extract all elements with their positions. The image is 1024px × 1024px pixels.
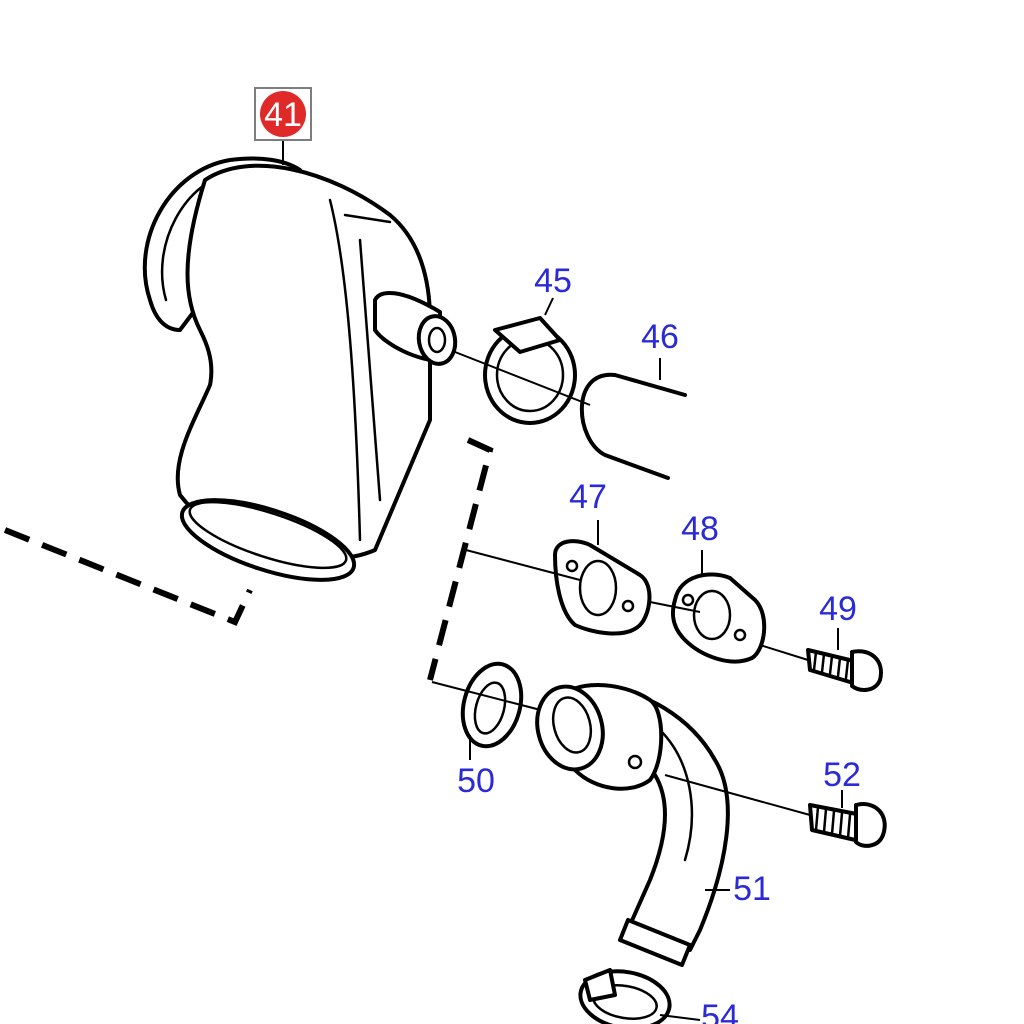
dashed-assembly-lines [3,437,494,681]
part-46-label: 46 [641,318,679,356]
part-51-bent-pipe[interactable]: 51 [528,679,771,967]
part-41-elbow-housing[interactable] [142,156,459,596]
part-45-hose-clamp[interactable]: 45 [454,262,591,425]
part-41-label: 41 [264,96,302,134]
part-47-label: 47 [569,478,607,516]
highlight-dot [260,91,306,137]
part-47-gasket[interactable]: 47 [465,478,652,636]
part-45-label: 45 [534,262,572,300]
part-50-label: 50 [457,762,495,800]
part-54-hose-clamp[interactable]: 54 [576,965,739,1024]
part-48-flange-plate[interactable]: 48 [649,510,767,664]
part-51-label: 51 [733,870,771,908]
part-49-screw[interactable]: 49 [759,590,883,692]
part-50-o-ring[interactable]: 50 [431,657,561,800]
part-54-label: 54 [701,998,739,1024]
part-41-callout[interactable]: 41 [254,87,312,165]
part-52-screw[interactable]: 52 [664,756,887,848]
callout-box [254,87,312,141]
part-49-label: 49 [819,590,857,628]
part-52-label: 52 [823,756,861,794]
part-48-label: 48 [681,510,719,548]
part-46-hose[interactable]: 46 [579,318,687,480]
